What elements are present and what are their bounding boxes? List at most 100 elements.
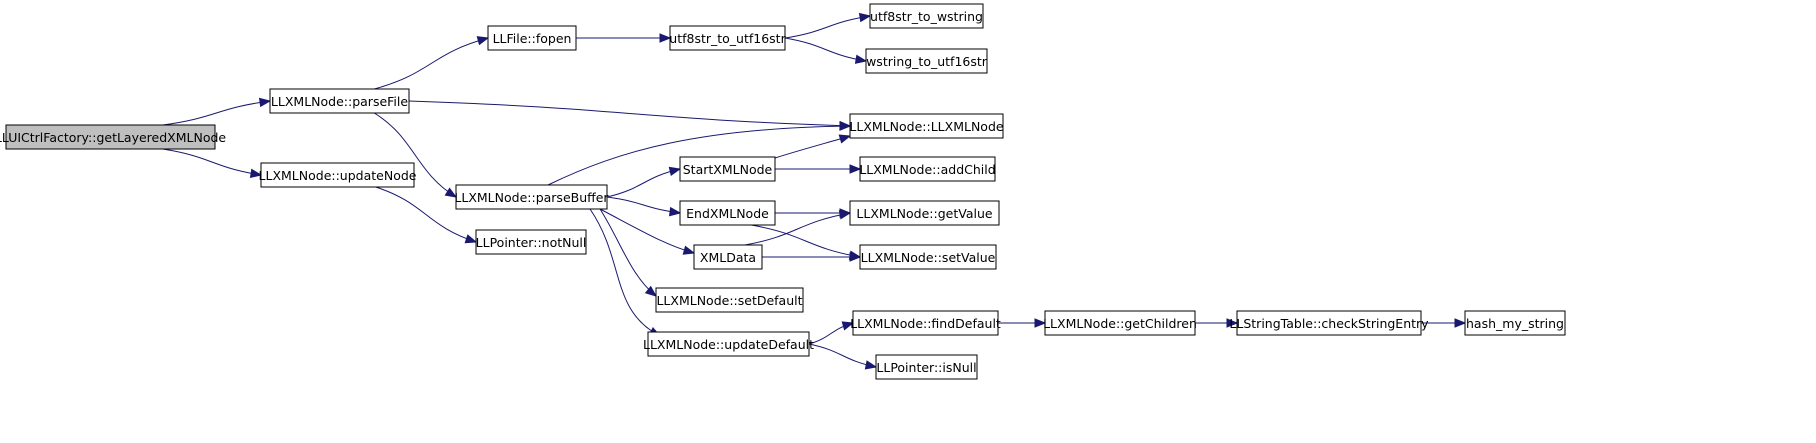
node-box[interactable] [1236, 310, 1422, 336]
edge-updateDefault-to-findDefault [808, 321, 855, 345]
node-box[interactable] [269, 88, 410, 114]
edge-XMLData-to-setValue [761, 252, 862, 262]
edge-EndXMLNode-to-getValue [775, 208, 852, 218]
node-utf8str_to_utf16str[interactable]: utf8str_to_utf16str [669, 25, 787, 51]
node-box[interactable] [487, 25, 577, 51]
node-getLayeredXMLNode[interactable]: LLUICtrlFactory::getLayeredXMLNode [0, 124, 226, 150]
node-utf8str_to_wstring[interactable]: utf8str_to_wstring [869, 3, 984, 29]
node-box[interactable] [455, 184, 608, 210]
edge-line [744, 212, 851, 246]
arrow-head-icon [258, 97, 272, 108]
node-parseFile[interactable]: LLXMLNode::parseFile [269, 88, 410, 114]
arrow-head-icon [858, 12, 872, 23]
node-fopen[interactable]: LLFile::fopen [487, 25, 577, 51]
node-box[interactable] [1044, 310, 1196, 336]
node-label: utf8str_to_utf16str [669, 31, 786, 46]
node-isNull[interactable]: LLPointer::isNull [875, 354, 978, 380]
edge-checkStringEntry-to-hash_my_string [1421, 318, 1467, 328]
edge-StartXMLNode-to-addChild [774, 164, 862, 174]
edge-line [751, 224, 861, 258]
node-box[interactable] [655, 287, 804, 313]
node-box[interactable] [693, 244, 763, 270]
node-box[interactable] [679, 156, 776, 182]
edge-StartXMLNode-to-LLXMLNode [774, 134, 852, 159]
node-label: LLPointer::isNull [876, 360, 976, 375]
node-box[interactable] [865, 48, 988, 74]
edge-parseBuffer-to-LLXMLNode [547, 121, 852, 186]
edge-updateNode-to-notNull [375, 186, 478, 244]
node-label: wstring_to_utf16str [866, 54, 988, 69]
edge-line [774, 135, 851, 159]
node-box[interactable] [852, 310, 999, 336]
node-box[interactable] [869, 3, 984, 29]
arrow-head-icon [839, 121, 852, 131]
node-wstring_to_utf16str[interactable]: wstring_to_utf16str [865, 48, 988, 74]
node-box[interactable] [849, 113, 1004, 139]
edge-line [589, 208, 661, 337]
node-box[interactable] [475, 229, 587, 255]
arrow-head-icon [838, 210, 852, 220]
node-EndXMLNode[interactable]: EndXMLNode [679, 200, 776, 226]
arrow-head-icon [659, 33, 672, 43]
node-box[interactable] [859, 244, 997, 270]
edge-line [784, 15, 871, 39]
node-updateDefault[interactable]: LLXMLNode::updateDefault [643, 331, 814, 357]
edge-EndXMLNode-to-setValue [751, 224, 862, 260]
edge-getChildren-to-checkStringEntry [1195, 318, 1239, 328]
arrow-head-icon [1034, 318, 1047, 328]
edge-line [162, 100, 271, 126]
node-label: LLXMLNode::getValue [856, 206, 992, 221]
arrow-head-icon [1454, 318, 1467, 328]
node-label: LLXMLNode::updateNode [259, 168, 417, 183]
node-getValue[interactable]: LLXMLNode::getValue [849, 200, 1000, 226]
node-setValue[interactable]: LLXMLNode::setValue [859, 244, 997, 270]
node-XMLData[interactable]: XMLData [693, 244, 763, 270]
node-findDefault[interactable]: LLXMLNode::findDefault [850, 310, 1001, 336]
node-notNull[interactable]: LLPointer::notNull [475, 229, 587, 255]
node-label: LLUICtrlFactory::getLayeredXMLNode [0, 130, 226, 145]
edge-line [606, 168, 681, 198]
node-box[interactable] [849, 200, 1000, 226]
arrow-head-icon [838, 134, 852, 144]
arrow-head-icon [849, 164, 862, 174]
node-setDefault[interactable]: LLXMLNode::setDefault [655, 287, 804, 313]
node-StartXMLNode[interactable]: StartXMLNode [679, 156, 776, 182]
arrow-head-icon [668, 206, 682, 217]
node-label: LLXMLNode::parseBuffer [454, 190, 609, 205]
node-checkStringEntry[interactable]: LLStringTable::checkStringEntry [1229, 310, 1429, 336]
edge-XMLData-to-getValue [744, 210, 852, 246]
edge-parseBuffer-to-EndXMLNode [606, 196, 682, 217]
edge-line [599, 208, 657, 297]
node-box[interactable] [859, 156, 996, 182]
edge-line [374, 37, 489, 90]
edge-line [373, 112, 457, 198]
edge-line [606, 196, 681, 214]
node-box[interactable] [647, 331, 810, 357]
edge-parseBuffer-to-XMLData [599, 208, 696, 255]
node-getChildren[interactable]: LLXMLNode::getChildren [1043, 310, 1197, 336]
node-box[interactable] [1464, 310, 1566, 336]
node-parseBuffer[interactable]: LLXMLNode::parseBuffer [454, 184, 609, 210]
edge-line [408, 100, 851, 127]
node-label: EndXMLNode [686, 206, 769, 221]
node-addChild[interactable]: LLXMLNode::addChild [859, 156, 996, 182]
arrow-head-icon [854, 54, 868, 64]
node-hash_my_string[interactable]: hash_my_string [1464, 310, 1566, 336]
node-label: LLStringTable::checkStringEntry [1229, 316, 1429, 331]
node-label: StartXMLNode [683, 162, 773, 177]
edge-line [547, 125, 851, 186]
edge-utf8str_to_utf16str-to-wstring_to_utf16str [784, 37, 868, 64]
arrow-head-icon [249, 168, 263, 179]
node-LLXMLNode[interactable]: LLXMLNode::LLXMLNode [849, 113, 1004, 139]
arrow-head-icon [644, 285, 658, 297]
node-label: hash_my_string [1466, 316, 1564, 331]
node-box[interactable] [875, 354, 978, 380]
node-box[interactable] [679, 200, 776, 226]
node-box[interactable] [669, 25, 786, 51]
node-box[interactable] [5, 124, 216, 150]
node-box[interactable] [260, 162, 415, 188]
arrow-head-icon [864, 360, 878, 370]
node-updateNode[interactable]: LLXMLNode::updateNode [259, 162, 417, 188]
edge-parseBuffer-to-setDefault [599, 208, 658, 297]
